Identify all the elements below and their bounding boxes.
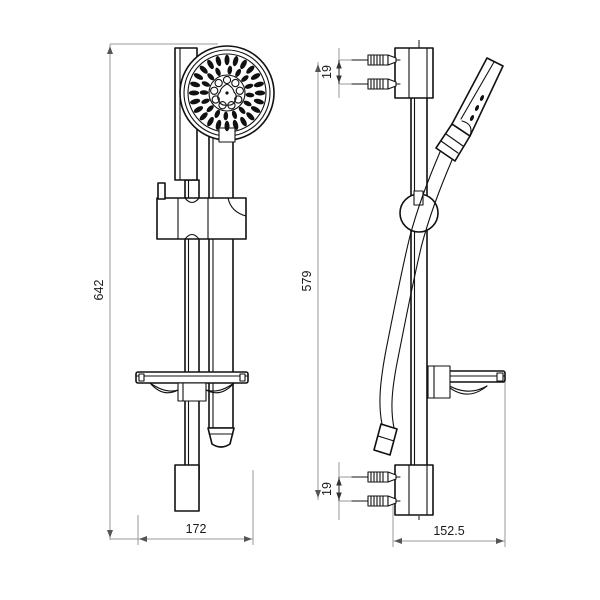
soap-dish-side [427,365,506,399]
dimension-152-5: 152.5 [392,372,506,547]
dimension-152-5-label: 152.5 [433,524,464,538]
shower-head-outer-nozzles [188,54,266,132]
soap-dish-front [135,371,249,402]
hose-connector-nut-front [207,427,235,448]
handset-side [435,57,504,162]
dimension-19-top: 19 [320,48,372,98]
shower-head-mid-nozzles [199,65,255,121]
dimension-579-label: 579 [300,271,314,292]
wall-anchor-screw-bottom-1 [351,471,401,483]
dimension-19-top-label: 19 [320,65,334,79]
dimension-19-bottom: 19 [320,462,372,520]
dimension-19-bottom-label: 19 [320,482,334,496]
shower-hose-side [373,151,453,456]
side-elevation-view [351,40,506,520]
slide-rail-side [410,89,428,483]
dimension-172-label: 172 [186,522,207,536]
shower-head-inner-jets [208,74,246,112]
front-elevation-view [135,45,275,512]
wall-bracket-top-side [394,47,434,99]
wall-anchor-screw-bottom-2 [351,495,401,507]
dimension-172: 172 [137,470,254,545]
wall-anchor-screw-top-1 [351,54,401,66]
shower-head-front [179,45,275,143]
shower-head-centre-pattern [217,83,237,106]
rail-holder-bracket-front [156,182,247,240]
wall-bracket-bottom-side [394,464,434,516]
wall-anchor-screw-top-2 [351,78,401,90]
rail-end-bracket-bottom [174,464,200,512]
dimension-642-label: 642 [92,280,106,301]
dimension-579: 579 [300,62,321,500]
